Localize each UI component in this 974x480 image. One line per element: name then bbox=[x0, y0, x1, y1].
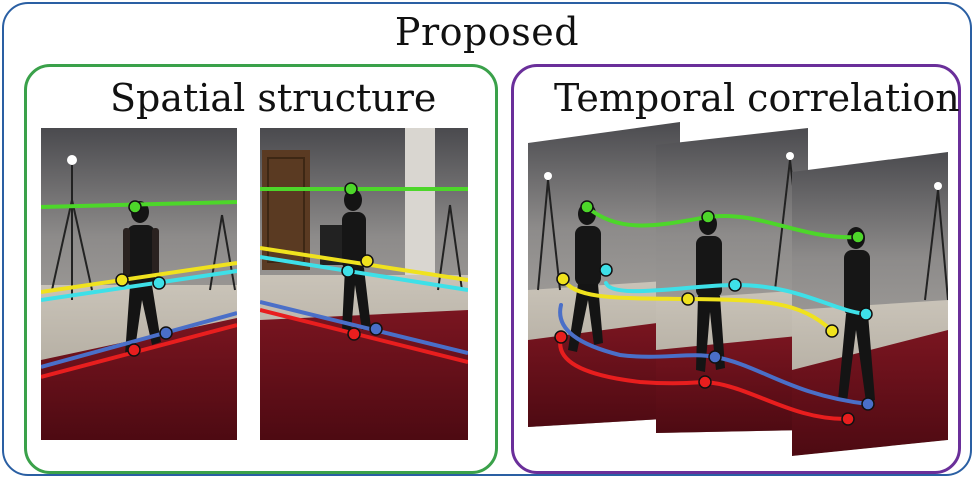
spatial-frame-1 bbox=[41, 128, 237, 440]
spatial-frame-2-joints bbox=[260, 187, 468, 364]
temporal-panel bbox=[511, 64, 961, 474]
spatial-frame-2-points bbox=[341, 182, 383, 341]
temporal-points bbox=[554, 200, 875, 426]
temporal-frame-3 bbox=[792, 152, 948, 456]
spatial-panel bbox=[24, 64, 498, 474]
figure-title: Proposed bbox=[394, 10, 580, 54]
spatial-frame-1-points bbox=[115, 200, 173, 357]
spatial-panel-title: Spatial structure bbox=[110, 76, 437, 120]
temporal-panel-title: Temporal correlation bbox=[554, 76, 960, 120]
